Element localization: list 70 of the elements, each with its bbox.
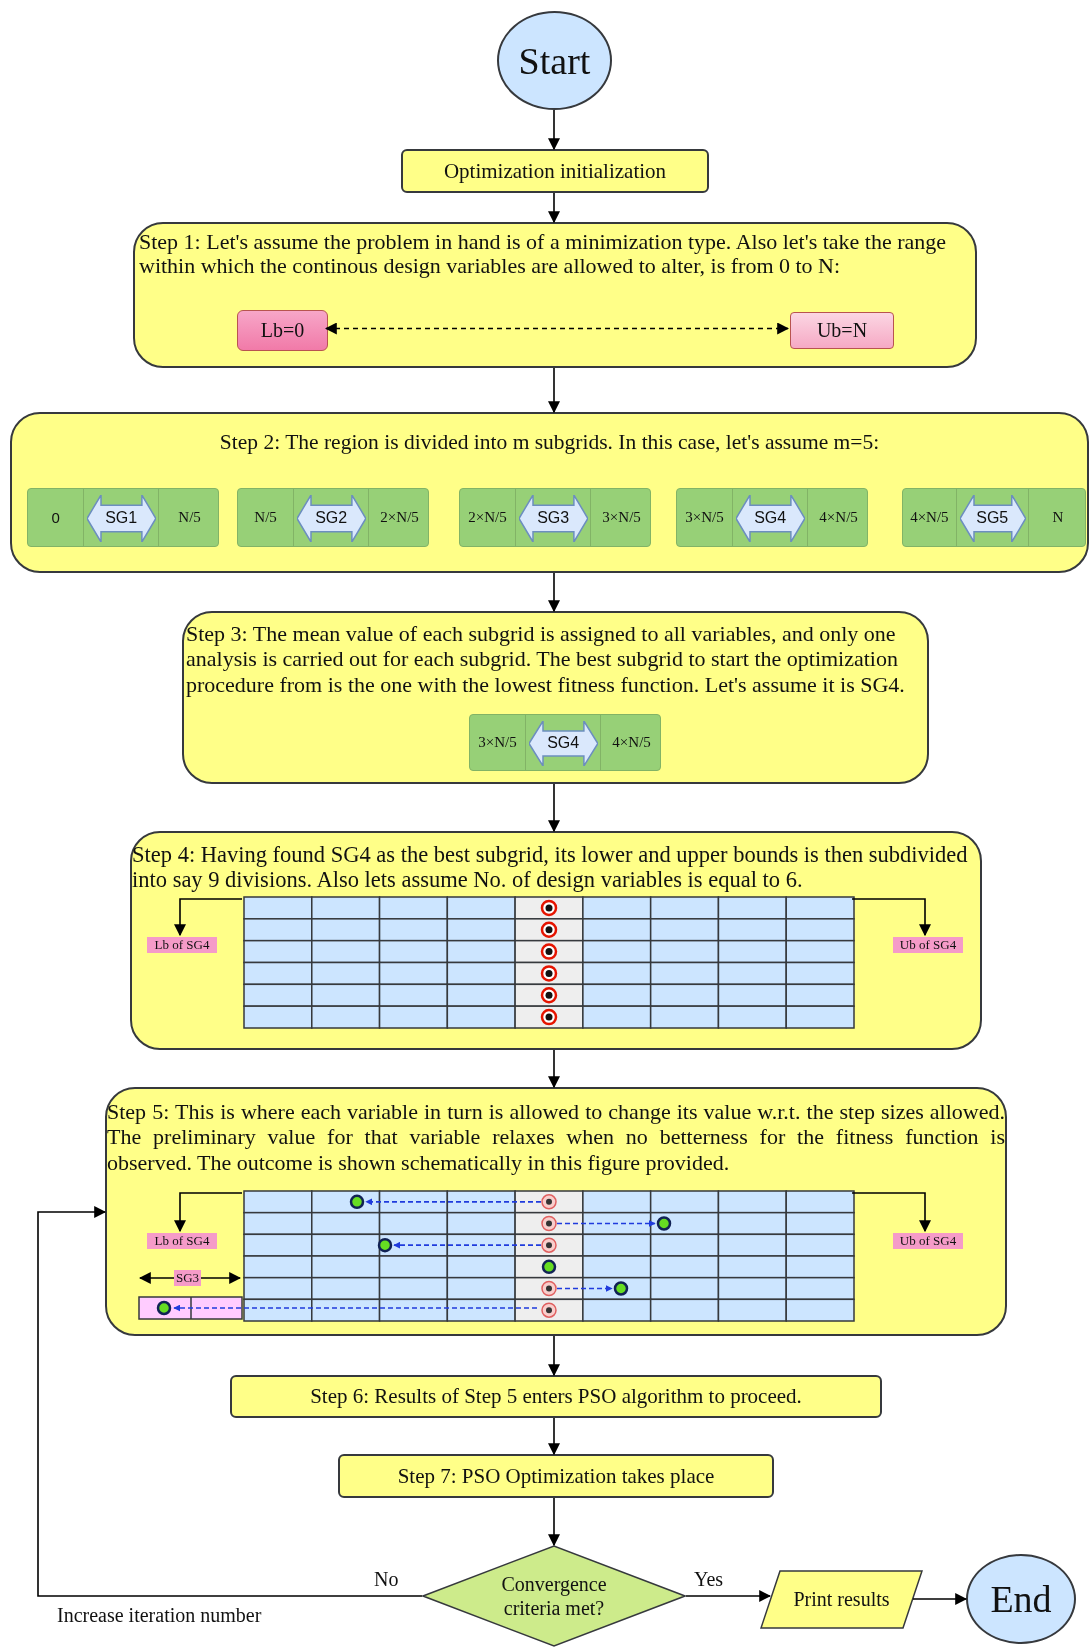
bound-tag: Ub of SG4 [893,1233,963,1249]
subgrid-bar [469,714,661,771]
bound-box: Ub=N [790,312,894,349]
variable-grid-drawing [244,1191,854,1321]
decision-diamond: Convergence criteria met? [422,1545,686,1647]
subgrid-bar [676,488,868,547]
note-text: Increase iteration number [57,1604,262,1627]
subgrid-label: SG3 [537,508,570,527]
bound-label: 0 [51,509,60,526]
bound-label: 4×N/5 [612,734,651,751]
terminal-ellipse: Start [497,11,612,110]
step-description: Step 4: Having found SG4 as the best subgrid, its lower and upper bounds is then subdivided into say 9 divisions. Also lets assume No. of design variables is equal to 6. [132,841,969,894]
process-box: Optimization initialization [401,149,709,193]
process-box: Step 6: Results of Step 5 enters PSO algorithm to proceed. [230,1375,882,1418]
step-panel [182,611,929,784]
arrow [548,783,560,833]
step-panel [133,222,977,368]
arrow [548,192,560,224]
arrow [912,1593,968,1605]
bound-label: 4×N/5 [819,509,858,526]
arrow [685,1590,772,1602]
subgrid-label: SG5 [976,508,1009,527]
bound-label: 2×N/5 [380,509,419,526]
arrow [851,898,931,937]
arrow [548,367,560,414]
subgrid-bar [237,488,429,547]
process-box: Step 7: PSO Optimization takes place [338,1454,774,1498]
arrow [548,1417,560,1456]
arrow [548,109,560,151]
step-description: Step 5: This is where each variable in turn is allowed to change its value w.r.t. the step sizes allowed. The preliminary value for that variable relaxes when no betterness for the fitness function is observed. The outcome is shown schematically in this figure provided. [107,1098,1005,1177]
subgrid-label: SG4 [547,733,580,752]
edge-label: No [374,1568,399,1591]
subgrid-bar [459,488,651,547]
subgrid-bar [27,488,219,547]
bound-label: 2×N/5 [468,509,507,526]
arrow [37,1206,423,1597]
bound-label: N/5 [178,509,201,526]
terminal-ellipse: End [966,1554,1076,1644]
bound-label: N/5 [254,509,277,526]
bound-label: 4×N/5 [910,509,949,526]
step-panel [130,831,982,1050]
step-panel [10,412,1089,573]
step-description: Step 3: The mean value of each subgrid is assigned to all variables, and only one analysis is carried out for each subgrid. The best subgrid to start the optimization procedure from is the one with the lowest fitness function. Let's assume it is SG4. [185,620,906,699]
bound-label: 3×N/5 [602,509,641,526]
output-parallelogram: Print results [760,1570,923,1629]
arrow [548,1335,560,1377]
step-description: Step 2: The region is divided into m subgrids. In this case, let's assume m=5: [218,429,881,456]
subgrid-bar [902,488,1086,547]
bound-label: 3×N/5 [478,734,517,751]
dimension-label: SG3 [174,1270,202,1286]
bound-tag: Lb of SG4 [147,1233,217,1249]
edge-label: Yes [694,1568,724,1591]
variable-grid-drawing [244,897,854,1028]
bound-box: Lb=0 [237,310,328,351]
bound-tag: Lb of SG4 [147,937,217,953]
arrow [174,898,243,937]
subgrid-label: SG1 [105,508,138,527]
bound-label: 3×N/5 [685,509,724,526]
subgrid-label: SG2 [315,508,348,527]
arrow [548,1049,560,1089]
arrow [548,572,560,613]
arrow [174,1192,243,1233]
bound-label: N [1052,509,1064,526]
bound-tag: Ub of SG4 [893,937,963,953]
step-panel [105,1087,1007,1336]
arrow [548,1497,560,1547]
subgrid-label: SG4 [754,508,787,527]
step-description: Step 1: Let's assume the problem in hand is of a minimization type. Also let's take the range within which the continous design variables are allowed to alter, is from 0 to N: [138,228,948,281]
arrow [851,1192,931,1233]
arrow [324,322,790,335]
